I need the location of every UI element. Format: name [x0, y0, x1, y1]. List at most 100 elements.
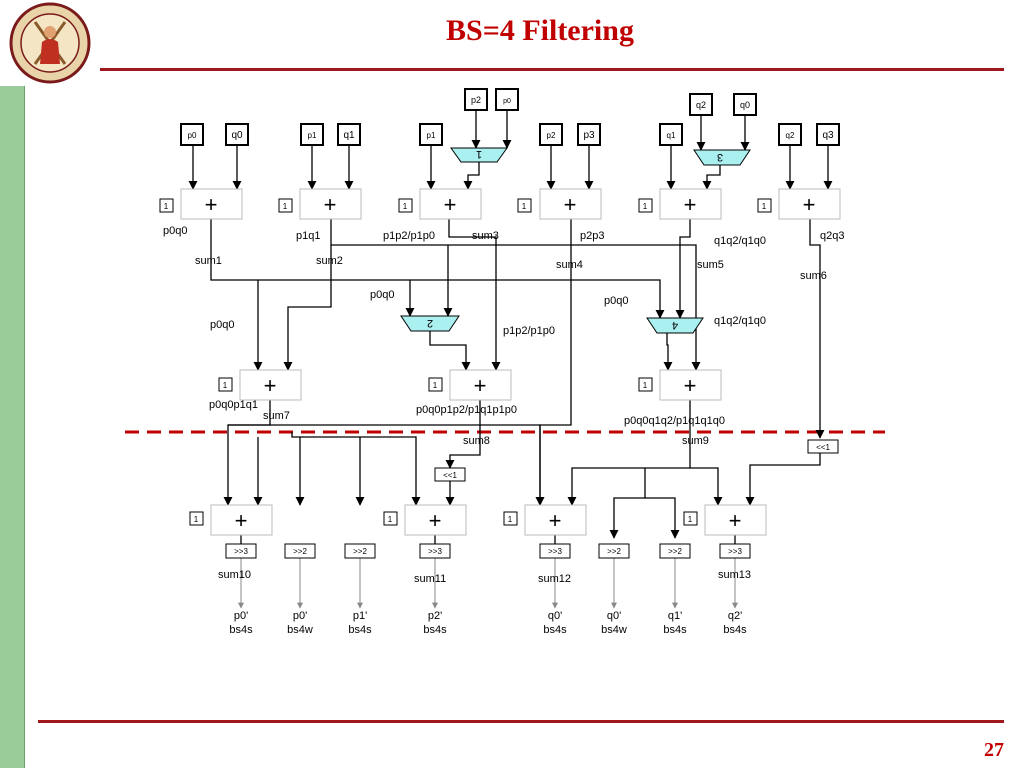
label-p0q0: p0q0: [210, 319, 234, 331]
shift-right-2: >>2: [659, 543, 691, 559]
output-p0w-name: p0': [293, 610, 307, 622]
shift-right-2: >>2: [598, 543, 630, 559]
input-box-q0: q0: [733, 93, 757, 116]
shift-left-1: <<1: [807, 439, 839, 454]
label-p1q1: p1q1: [296, 230, 320, 242]
svg-text:<<1: <<1: [443, 471, 457, 480]
svg-text:1: 1: [643, 381, 648, 390]
svg-text:1: 1: [476, 148, 482, 160]
svg-text:1: 1: [194, 515, 199, 524]
svg-text:1: 1: [433, 381, 438, 390]
input-box-q0: q0: [225, 123, 249, 146]
svg-text:p1: p1: [427, 131, 436, 140]
label-p2p3: p2p3: [580, 230, 604, 242]
label-p0q0: p0q0: [370, 289, 394, 301]
svg-text:+: +: [684, 373, 697, 398]
adder-sum7: +1: [218, 369, 302, 401]
slide-title: BS=4 Filtering: [446, 14, 634, 47]
shift-right-3: >>3: [539, 543, 571, 559]
output-p1-mode: bs4s: [348, 624, 372, 636]
label-sum11: sum11: [414, 573, 446, 585]
label-q1q2-q1q0: q1q2/q1q0: [714, 315, 766, 327]
input-box-p1: p1: [419, 123, 443, 146]
label-p0q0p1q1: p0q0p1q1: [209, 399, 258, 411]
svg-text:>>2: >>2: [353, 547, 367, 556]
label-sum2: sum2: [316, 255, 343, 267]
input-box-p1: p1: [300, 123, 324, 146]
svg-text:2: 2: [427, 317, 433, 329]
svg-text:q2: q2: [696, 100, 706, 110]
svg-text:1: 1: [762, 202, 767, 211]
input-box-p0: p0: [180, 123, 204, 146]
svg-text:>>3: >>3: [728, 547, 742, 556]
svg-text:q3: q3: [822, 130, 834, 141]
svg-text:+: +: [444, 192, 457, 217]
adder-sum10: +1: [189, 504, 273, 536]
output-q0-name: q0': [548, 610, 562, 622]
svg-text:1: 1: [164, 202, 169, 211]
output-q0w-name: q0': [607, 610, 621, 622]
wires: [188, 110, 833, 544]
label-p1p2-p1p0: p1p2/p1p0: [383, 230, 435, 242]
output-p0-mode: bs4s: [229, 624, 253, 636]
adder-sum6: +1: [757, 188, 841, 220]
input-box-p2: p2: [539, 123, 563, 146]
svg-text:p3: p3: [583, 130, 595, 141]
svg-text:+: +: [264, 373, 277, 398]
shift-right-3: >>3: [419, 543, 451, 559]
svg-text:p1: p1: [308, 131, 317, 140]
title-rule: [100, 68, 1004, 71]
svg-text:q2: q2: [786, 131, 795, 140]
input-box-q2: q2: [778, 123, 802, 146]
svg-text:+: +: [205, 192, 218, 217]
label-sum3: sum3: [472, 230, 499, 242]
svg-text:+: +: [803, 192, 816, 217]
label-sum6: sum6: [800, 270, 827, 282]
footer-rule: [38, 720, 1004, 723]
adder-sum1: +1: [159, 188, 243, 220]
input-box-q3: q3: [816, 123, 840, 146]
mux-1: 1: [450, 147, 508, 163]
mux-2: 2: [400, 315, 460, 332]
input-box-p2: p2: [464, 88, 488, 111]
output-p0w-mode: bs4w: [287, 624, 313, 636]
shift-left-1: <<1: [434, 467, 466, 482]
label-sum13: sum13: [718, 569, 751, 581]
svg-text:p2: p2: [471, 95, 481, 105]
svg-text:1: 1: [688, 515, 693, 524]
svg-text:1: 1: [283, 202, 288, 211]
adder-sum5: +1: [638, 188, 722, 220]
svg-text:+: +: [684, 192, 697, 217]
svg-text:>>3: >>3: [234, 547, 248, 556]
svg-text:+: +: [549, 508, 562, 533]
output-q2-name: q2': [728, 610, 742, 622]
input-box-q1: q1: [337, 123, 361, 146]
svg-text:q0: q0: [740, 100, 750, 110]
side-bar: [0, 86, 25, 768]
label-sum1: sum1: [195, 255, 222, 267]
page-number: 27: [984, 739, 1004, 761]
shift-right-3: >>3: [225, 543, 257, 559]
svg-text:p2: p2: [547, 131, 556, 140]
label-sum8: sum8: [463, 435, 490, 447]
output-p0-name: p0': [234, 610, 248, 622]
adder-sum8: +1: [428, 369, 512, 401]
svg-text:4: 4: [672, 319, 678, 331]
university-seal-logo: [9, 2, 91, 84]
mux-3: 3: [693, 149, 751, 166]
svg-text:+: +: [564, 192, 577, 217]
label-sum7: sum7: [263, 410, 290, 422]
input-box-p3: p3: [577, 123, 601, 146]
svg-text:q1: q1: [343, 130, 355, 141]
adder-sum9: +1: [638, 369, 722, 401]
svg-text:1: 1: [522, 202, 527, 211]
input-box-p0: p0: [495, 88, 519, 111]
adder-sum3: +1: [398, 188, 482, 220]
adder-sum2: +1: [278, 188, 362, 220]
svg-text:1: 1: [388, 515, 393, 524]
svg-text:+: +: [235, 508, 248, 533]
svg-text:q0: q0: [231, 130, 243, 141]
label-p0q0: p0q0: [604, 295, 628, 307]
output-wires: [238, 558, 738, 609]
